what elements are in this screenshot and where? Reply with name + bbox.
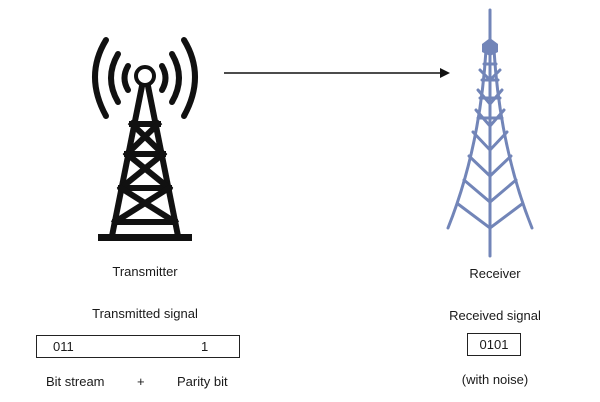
received-signal-box: 0101: [467, 333, 521, 356]
transmitter-label: Transmitter: [112, 264, 178, 279]
received-value: 0101: [479, 337, 509, 352]
transmission-arrow-icon: [224, 68, 450, 78]
bit-stream-label: Bit stream: [46, 374, 105, 389]
noise-note: (with noise): [461, 372, 529, 387]
receiver-label: Receiver: [469, 266, 521, 281]
transmitted-signal-title: Transmitted signal: [92, 306, 198, 321]
receiver-tower-icon: [446, 8, 534, 258]
transmitted-signal-box: 011 1: [36, 335, 240, 358]
parity-bit-value: 1: [201, 339, 209, 354]
transmitter-tower-icon: [92, 37, 198, 241]
parity-bit-label: Parity bit: [177, 374, 228, 389]
received-signal-title: Received signal: [449, 308, 541, 323]
bit-stream-value: 011: [53, 339, 74, 354]
plus-sign: +: [137, 374, 145, 389]
